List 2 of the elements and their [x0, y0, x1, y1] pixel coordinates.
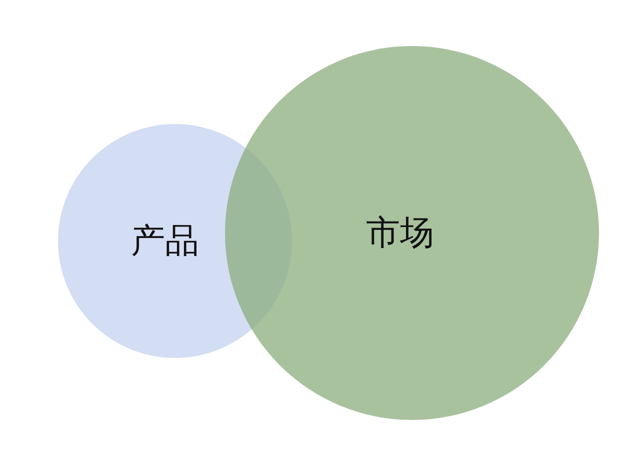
circle-label: 产品: [131, 220, 199, 263]
circle-label: 市场: [366, 212, 434, 255]
